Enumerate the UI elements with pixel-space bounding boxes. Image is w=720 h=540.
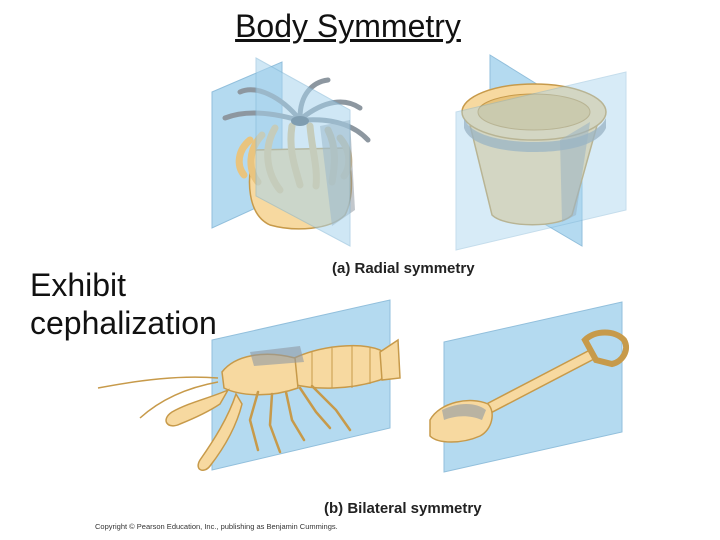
caption-bilateral-symmetry: (b) Bilateral symmetry bbox=[324, 500, 482, 517]
caption-radial-symmetry: (a) Radial symmetry bbox=[332, 260, 475, 277]
copyright-notice: Copyright © Pearson Education, Inc., pub… bbox=[95, 522, 338, 531]
sea-anemone-illustration bbox=[212, 58, 368, 246]
shovel-illustration bbox=[430, 302, 626, 472]
pot-illustration bbox=[456, 55, 626, 250]
crayfish-illustration bbox=[98, 300, 400, 470]
